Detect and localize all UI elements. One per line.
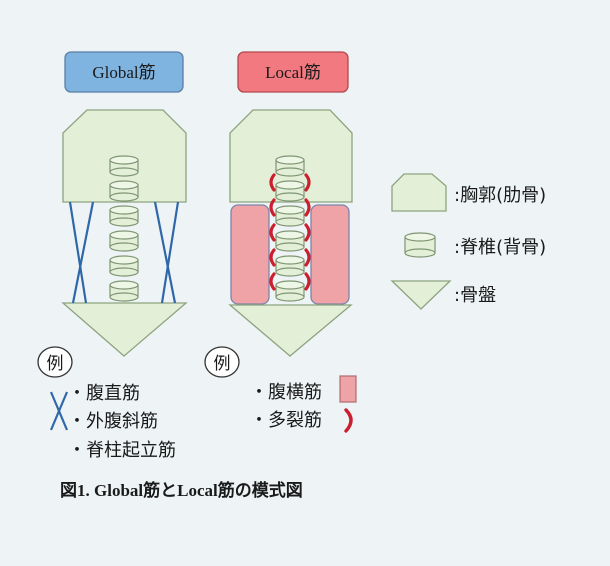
global-example-badge: [37, 346, 73, 378]
legend-vertebra-icon: [404, 232, 436, 258]
legend-pelvis-icon: [390, 280, 452, 310]
multifidus-marks: [269, 173, 311, 291]
global-example-item-1: ・腹直筋: [68, 383, 140, 404]
legend-thorax-icon: [391, 173, 447, 212]
global-muscle-lines: [68, 201, 180, 304]
global-muscle-header: Global筋: [64, 51, 184, 93]
local-muscle-header: Local筋: [237, 51, 349, 93]
global-muscle-header-label: Global筋: [92, 63, 155, 82]
local-example-item-1: ・腹横筋: [250, 382, 322, 403]
transversus-legend-swatch: [339, 375, 357, 403]
transversus-right: [310, 204, 350, 305]
global-examples: 例 ・腹直筋 ・外腹斜筋 ・脊柱起立筋: [37, 346, 176, 461]
legend-pelvis-label: :骨盤: [454, 285, 496, 306]
local-figure: [228, 109, 353, 357]
local-example-badge: [204, 346, 240, 378]
global-example-badge-label: 例: [47, 354, 64, 374]
legend-vertebra-label: :脊椎(背骨): [454, 237, 546, 258]
local-muscle-header-label: Local筋: [265, 63, 321, 82]
local-pelvis: [228, 304, 353, 357]
global-figure: [61, 109, 188, 357]
legend-pelvis: :骨盤: [390, 280, 496, 310]
global-pelvis: [61, 302, 188, 357]
multifidus-legend-mark: [344, 408, 353, 433]
legend-thorax: :胸郭(肋骨): [391, 173, 546, 212]
global-example-item-3: ・脊柱起立筋: [68, 440, 176, 461]
global-example-cross-icon: [49, 391, 69, 431]
legend-vertebra: :脊椎(背骨): [404, 232, 546, 258]
local-example-badge-label: 例: [214, 354, 231, 374]
legend: :胸郭(肋骨) :脊椎(背骨) :骨盤: [390, 173, 546, 310]
global-example-item-2: ・外腹斜筋: [68, 411, 158, 432]
transversus-left: [230, 204, 270, 305]
local-example-item-2: ・多裂筋: [250, 410, 322, 431]
legend-thorax-label: :胸郭(肋骨): [454, 185, 546, 206]
local-examples: 例 ・腹横筋 ・多裂筋: [204, 346, 357, 433]
figure-caption: 図1. Global筋とLocal筋の模式図: [60, 480, 303, 500]
